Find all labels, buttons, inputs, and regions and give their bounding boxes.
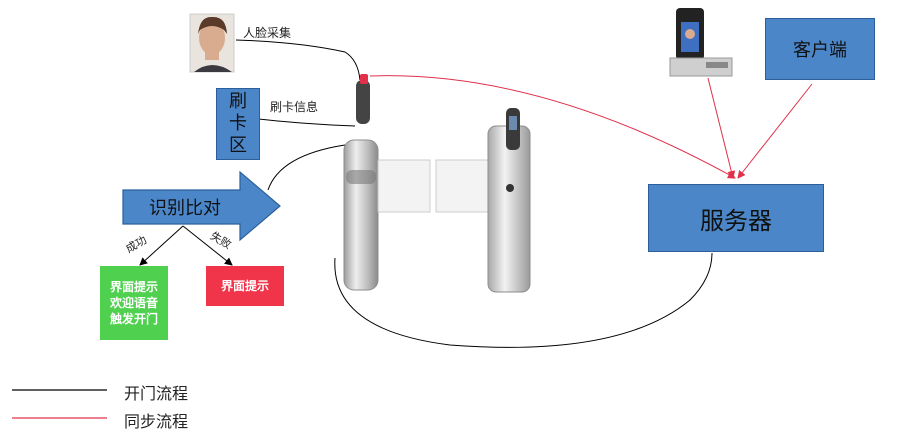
server-box: 服务器 xyxy=(648,184,824,252)
client-box: 客户端 xyxy=(765,18,875,80)
gate-server-loop-line xyxy=(334,252,713,348)
recognition-label: 识别比对 xyxy=(149,198,221,219)
sync-line-gate xyxy=(369,75,736,179)
success-result-box: 界面提示 欢迎语音 触发开门 xyxy=(100,266,168,340)
failure-result-box: 界面提示 xyxy=(206,266,284,306)
turnstile-gate xyxy=(343,74,531,293)
legend-open-label: 开门流程 xyxy=(124,384,189,403)
gate-to-recognition-line xyxy=(267,144,346,191)
face-capture-label: 人脸采集 xyxy=(243,26,292,40)
card-info-line xyxy=(249,117,356,127)
face-terminal xyxy=(669,8,733,77)
success-arrow xyxy=(139,225,184,266)
failure-arrow xyxy=(182,225,233,266)
card-area-box: 刷卡区 xyxy=(216,88,260,160)
face-photo xyxy=(189,13,235,73)
sync-line-device xyxy=(707,77,736,179)
recognition-arrow-shape xyxy=(122,170,281,242)
face-capture-line xyxy=(235,39,361,81)
sync-line-client xyxy=(737,83,813,179)
legend-sync-label: 同步流程 xyxy=(124,412,189,431)
card-info-label: 刷卡信息 xyxy=(270,100,319,114)
